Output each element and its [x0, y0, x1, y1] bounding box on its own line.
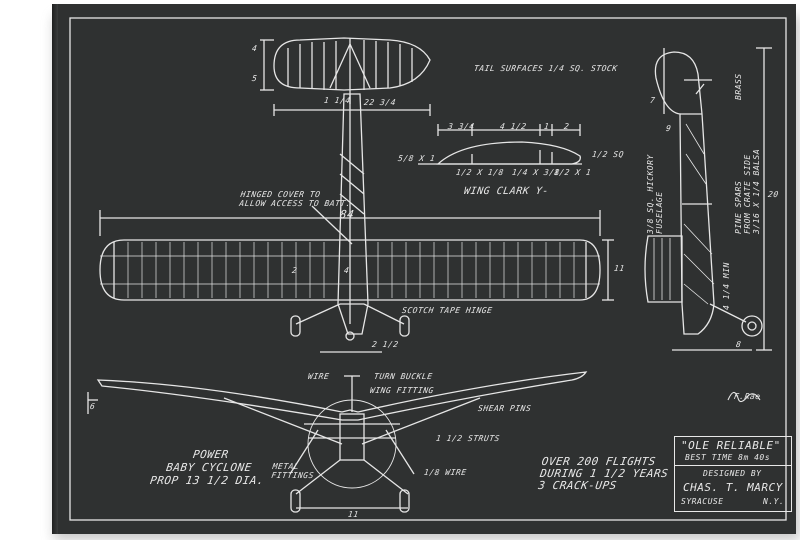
fuselage-top [337, 93, 369, 335]
wire-note: WIRE [307, 372, 330, 381]
balsa-note: PINE SPARS FROM CRATE SIDE 3/16 X 1/4 BA… [734, 148, 761, 234]
dim-fuse-length: 20 [767, 190, 780, 199]
wing-fitting-note: WING FITTING [369, 386, 435, 395]
flights-note: OVER 200 FLIGHTS DURING 1 1/2 YEARS 3 CR… [537, 455, 670, 492]
dim-w1: 3 3/4 [447, 122, 476, 131]
drawing-border [69, 17, 787, 521]
dim-tail-span: 22 3/4 [363, 98, 397, 107]
wing-front [96, 371, 588, 421]
tail-surfaces-note: TAIL SURFACES 1/4 SQ. STOCK [473, 64, 619, 73]
side-wheel [741, 315, 763, 337]
title-name: "OLE RELIABLE" [681, 439, 781, 452]
title-city: SYRACUSE [681, 497, 724, 506]
turn-buckle-note: TURN BUCKLE [373, 372, 434, 381]
fuselage-side [654, 51, 715, 335]
canvas-edge [52, 4, 58, 534]
wing-planform [99, 239, 601, 301]
struts-note: 1 1/2 STRUTS [435, 434, 501, 443]
dim-w6: 1/2 X 1/8 [455, 168, 505, 177]
title-designed-by: DESIGNED BY [703, 469, 762, 478]
scotch-tape-note: SCOTCH TAPE HINGE [401, 306, 494, 315]
title-designer: CHAS. T. MARCY [683, 481, 783, 494]
wire-size-note: 1/8 WIRE [423, 468, 468, 477]
power-note: POWER BABY CYCLONE PROP 13 1/2 DIA. [149, 448, 266, 487]
shear-pins-note: SHEAR PINS [477, 404, 532, 413]
wing-section-label: WING CLARK Y- [463, 186, 550, 197]
signature: F.Rae [733, 392, 762, 401]
dim-tail-height: 4 1/4 MIN [722, 262, 731, 310]
dim-span: 84 [339, 208, 356, 221]
fuselage-note: 3/8 SQ. HICKORY FUSELAGE [646, 154, 664, 234]
dim-w9: 1/2 SQ [591, 150, 625, 159]
title-rule [675, 465, 791, 466]
dim-wing-chord: 11 [613, 264, 626, 273]
title-block: "OLE RELIABLE" BEST TIME 8m 40s DESIGNED… [674, 436, 792, 512]
title-best-time: BEST TIME 8m 40s [685, 453, 771, 462]
wing-side [644, 235, 683, 303]
dim-w8: 1/2 X 1 [553, 168, 592, 177]
dim-front-wheel: 11 [347, 510, 360, 519]
blueprint-canvas: TAIL SURFACES 1/4 SQ. STOCK WING CLARK Y… [52, 4, 796, 534]
dim-w5: 5/8 X 1 [397, 154, 436, 163]
blueprint-drawing [69, 17, 787, 521]
brass-note: BRASS [734, 73, 743, 100]
hinged-cover-note: HINGED COVER TO ALLOW ACCESS TO BATT. [238, 190, 352, 208]
fuselage-front [339, 413, 365, 461]
signature-mark [727, 391, 761, 403]
title-state: N.Y. [763, 497, 785, 506]
metal-fittings-note: METAL FITTINGS [270, 462, 315, 480]
dim-d9: 2 1/2 [371, 340, 400, 349]
dim-w2: 4 1/2 [499, 122, 528, 131]
wing-airfoil [436, 141, 581, 165]
dim-d6: 1 1/4 [323, 96, 352, 105]
tail-planform [273, 37, 431, 91]
